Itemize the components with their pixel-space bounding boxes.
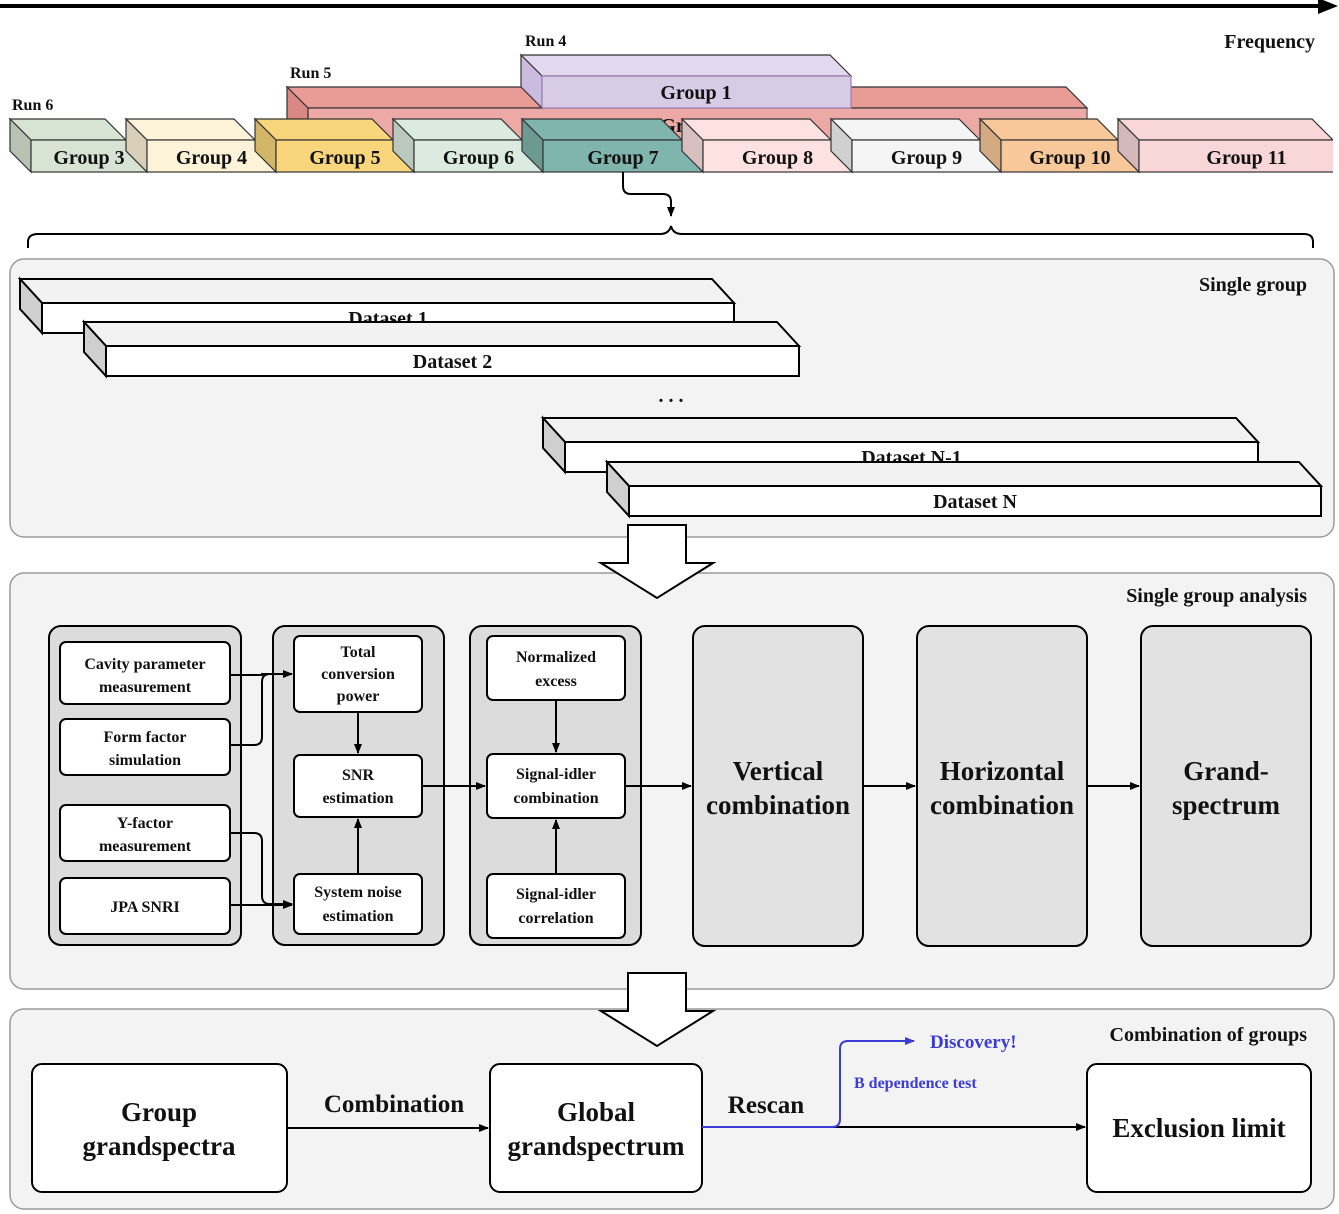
single-group-title: Single group xyxy=(1199,274,1307,296)
cavity-line1: Cavity parameter xyxy=(84,656,205,673)
snr-estimation-box xyxy=(293,754,423,818)
discovery-arrow xyxy=(702,1037,915,1128)
signal-idler-correlation-box xyxy=(486,873,626,939)
input-subpanel xyxy=(48,625,242,946)
dataset-ellipsis: . . . xyxy=(659,385,684,407)
dataset-2-label: Dataset 2 xyxy=(413,351,492,373)
group-row: Group 3 Group 4 Group 5 Group 6 Group 7 Group… xyxy=(8,110,1339,180)
exclusion-limit-box xyxy=(1086,1063,1312,1193)
frequency-axis xyxy=(0,0,1338,14)
exclusion-label: Exclusion limit xyxy=(1112,1113,1285,1143)
cavity-parameter-box xyxy=(59,641,231,705)
total-line2: conversion xyxy=(321,666,395,683)
sicomb-line1: Signal-idler xyxy=(516,766,596,783)
group1-label: Group 1 xyxy=(660,82,731,104)
ggs-line2: grandspectra xyxy=(83,1131,236,1161)
dataset-2-bar: Dataset 2 xyxy=(81,319,802,379)
group8-bar xyxy=(680,117,853,174)
group10-label: Group 10 xyxy=(1029,147,1110,169)
sicomb-line2: combination xyxy=(513,790,598,807)
group7-bar xyxy=(520,117,704,174)
ggs-line1: Group xyxy=(121,1097,197,1127)
group6-label: Group 6 xyxy=(443,147,514,169)
group-brace xyxy=(27,225,1314,248)
yfactor-line1: Y-factor xyxy=(117,815,173,832)
combination-label: Combination xyxy=(324,1091,464,1118)
yfactor-line2: measurement xyxy=(99,838,192,855)
horizontal-line2: combination xyxy=(930,790,1074,820)
flow-arrow-1-tip xyxy=(597,524,717,600)
group9-label: Group 9 xyxy=(891,147,962,169)
normalized-excess-box xyxy=(486,635,626,701)
dataset-1-bar: Dataset 1 xyxy=(17,276,737,336)
vertical-line2: combination xyxy=(706,790,850,820)
group-grandspectra-box xyxy=(31,1063,288,1193)
group7-label: Group 7 xyxy=(587,147,658,169)
analysis-title: Single group analysis xyxy=(1126,585,1307,607)
noise-line2: estimation xyxy=(322,908,393,925)
flow-arrow-2 xyxy=(597,972,717,1048)
dataset-4-bar: Dataset N xyxy=(604,459,1324,519)
vertical-line1: Vertical xyxy=(733,756,824,786)
total-line1: Total xyxy=(341,644,377,661)
run5-label: Run 5 xyxy=(290,65,331,82)
global-grandspectrum-box xyxy=(489,1063,703,1193)
signal-idler-combination-box xyxy=(486,753,626,819)
form-line2: simulation xyxy=(109,752,181,769)
horizontal-combination-box xyxy=(916,625,1088,947)
group10-bar xyxy=(978,117,1140,174)
sicorr-line2: correlation xyxy=(518,910,593,927)
group7-zoom-connector xyxy=(622,172,675,217)
group3-label: Group 3 xyxy=(53,147,124,169)
group5-label: Group 5 xyxy=(309,147,380,169)
global-line2: grandspectrum xyxy=(508,1131,685,1161)
total-line3: power xyxy=(337,688,380,705)
vertical-combination-box xyxy=(692,625,864,947)
form-line1: Form factor xyxy=(103,729,186,746)
global-line1: Global xyxy=(557,1097,636,1127)
b-dependence-label: B dependence test xyxy=(854,1075,977,1092)
frequency-label: Frequency xyxy=(1224,31,1315,53)
run4-label: Run 4 xyxy=(525,33,566,50)
snr-line1: SNR xyxy=(342,767,374,784)
group11-label: Group 11 xyxy=(1206,147,1286,169)
cavity-line2: measurement xyxy=(99,679,192,696)
grand-spectrum-box xyxy=(1140,625,1312,947)
sicorr-line1: Signal-idler xyxy=(516,886,596,903)
snr-line2: estimation xyxy=(322,790,393,807)
grand-line2: spectrum xyxy=(1172,790,1280,820)
analysis-connectors xyxy=(230,670,1140,909)
normalized-line1: Normalized xyxy=(516,649,596,666)
form-factor-box xyxy=(59,718,231,776)
normalized-line2: excess xyxy=(535,673,577,690)
combination-title: Combination of groups xyxy=(1110,1024,1308,1046)
discovery-label: Discovery! xyxy=(930,1032,1017,1053)
run6-label: Run 6 xyxy=(12,97,53,114)
dataset-4-label: Dataset N xyxy=(933,491,1017,513)
system-noise-box xyxy=(293,873,423,935)
group8-label: Group 8 xyxy=(742,147,813,169)
group4-label: Group 4 xyxy=(176,147,247,169)
group1-bar xyxy=(519,53,853,110)
noise-line1: System noise xyxy=(314,884,402,901)
horizontal-line1: Horizontal xyxy=(940,756,1065,786)
jpa-snri-label: JPA SNRI xyxy=(110,899,180,916)
grand-line1: Grand- xyxy=(1183,756,1269,786)
rescan-label: Rescan xyxy=(728,1092,804,1119)
